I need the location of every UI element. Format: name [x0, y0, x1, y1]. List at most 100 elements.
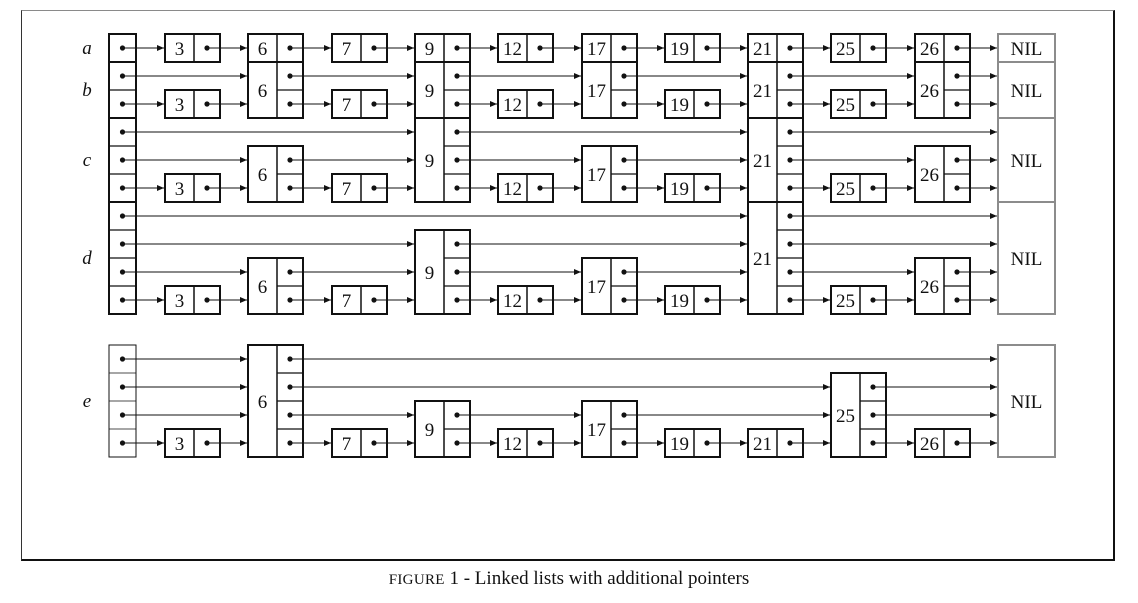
node-key: 19	[670, 179, 689, 200]
list-row-d: d NIL 3 6 7 9 12 17 19 21 25 26	[82, 201, 1056, 315]
node-key: 12	[503, 291, 522, 312]
list-node: 21	[747, 61, 804, 119]
list-node: 3	[164, 33, 221, 63]
node-key: 3	[175, 291, 185, 312]
list-node: 21	[747, 201, 804, 315]
node-key: 25	[836, 406, 855, 427]
list-node: 6	[247, 257, 304, 315]
row-label: c	[83, 150, 92, 171]
row-label: e	[83, 391, 91, 412]
node-key: 19	[670, 95, 689, 116]
list-row-c: c NIL 3 6 7 9 12 17 19 21 25 26	[83, 117, 1056, 203]
node-key: 25	[836, 39, 855, 60]
node-box	[331, 428, 388, 458]
list-node: 17	[581, 257, 638, 315]
node-key: 6	[258, 81, 268, 102]
list-node: 9	[414, 400, 471, 458]
list-node: 26	[914, 145, 971, 203]
node-key: 9	[425, 39, 435, 60]
node-key: 6	[258, 165, 268, 186]
list-head-node	[108, 201, 137, 315]
caption-text: - Linked lists with additional pointers	[458, 568, 750, 589]
list-node: 26	[914, 257, 971, 315]
node-key: 3	[175, 95, 185, 116]
figure-caption: FIGURE 1 - Linked lists with additional …	[0, 568, 1138, 590]
list-node: 17	[581, 61, 638, 119]
nil-label: NIL	[1011, 392, 1043, 413]
node-box	[164, 33, 221, 63]
nil-box	[997, 201, 1056, 315]
node-key: 12	[503, 434, 522, 455]
node-key: 26	[920, 81, 939, 102]
node-box	[497, 173, 554, 203]
list-head-node	[108, 344, 137, 458]
list-node: 19	[664, 89, 721, 119]
node-key: 26	[920, 434, 939, 455]
node-key: 3	[175, 179, 185, 200]
node-key: 21	[753, 434, 772, 455]
node-key: 9	[425, 151, 435, 172]
node-key: 7	[342, 39, 352, 60]
list-node: 9	[414, 61, 471, 119]
node-key: 26	[920, 39, 939, 60]
node-key: 25	[836, 95, 855, 116]
node-key: 19	[670, 291, 689, 312]
nil-box	[997, 344, 1056, 458]
caption-prefix: FIGURE	[388, 572, 445, 588]
caption-number: 1	[449, 568, 459, 589]
list-node: 26	[914, 61, 971, 119]
node-key: 6	[258, 277, 268, 298]
node-key: 6	[258, 392, 268, 413]
node-key: 9	[425, 263, 435, 284]
list-node: 7	[331, 428, 388, 458]
nil-label: NIL	[1011, 249, 1043, 270]
row-label: a	[82, 38, 92, 59]
node-key: 17	[587, 81, 606, 102]
list-node: 25	[830, 173, 887, 203]
nil-label: NIL	[1011, 81, 1043, 102]
list-row-b: b NIL 3 6 7 9 12 17 19 21 25 26	[82, 61, 1056, 119]
node-key: 9	[425, 81, 435, 102]
list-node: 6	[247, 61, 304, 119]
list-node: 19	[664, 33, 721, 63]
figure-frame	[21, 10, 1115, 561]
node-key: 25	[836, 291, 855, 312]
node-key: 19	[670, 434, 689, 455]
list-row-e: e NIL 3 6 7 9 12 17 19 21 25 26	[83, 344, 1056, 458]
row-label: b	[82, 80, 92, 101]
list-node: 12	[497, 173, 554, 203]
list-node: 21	[747, 428, 804, 458]
list-node: 6	[247, 344, 304, 458]
node-key: 7	[342, 179, 352, 200]
node-key: 7	[342, 291, 352, 312]
node-key: 17	[587, 165, 606, 186]
list-node: 6	[247, 145, 304, 203]
node-key: 7	[342, 95, 352, 116]
node-key: 7	[342, 434, 352, 455]
list-head-node	[108, 61, 137, 119]
node-key: 12	[503, 95, 522, 116]
node-key: 26	[920, 277, 939, 298]
node-key: 3	[175, 39, 185, 60]
node-key: 21	[753, 39, 772, 60]
node-key: 17	[587, 277, 606, 298]
node-key: 19	[670, 39, 689, 60]
list-node: 17	[581, 400, 638, 458]
row-label: d	[82, 248, 92, 269]
node-key: 3	[175, 434, 185, 455]
node-key: 9	[425, 420, 435, 441]
node-key: 21	[753, 249, 772, 270]
node-key: 6	[258, 39, 268, 60]
node-key: 21	[753, 151, 772, 172]
nil-label: NIL	[1011, 151, 1043, 172]
node-key: 26	[920, 165, 939, 186]
node-key: 17	[587, 39, 606, 60]
node-key: 25	[836, 179, 855, 200]
list-node: 17	[581, 145, 638, 203]
node-key: 21	[753, 81, 772, 102]
list-node: 7	[331, 173, 388, 203]
node-key: 12	[503, 179, 522, 200]
node-key: 12	[503, 39, 522, 60]
